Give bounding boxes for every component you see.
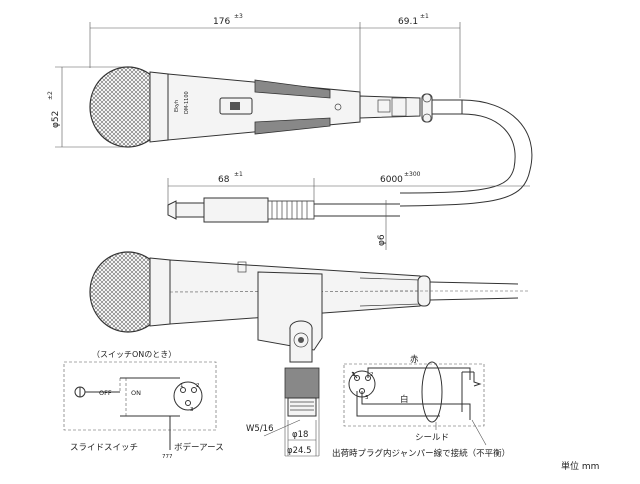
bottom-mic-collar [149,257,171,327]
dim-phi-52: φ52 [51,111,61,128]
top-mic-grip-upper [254,79,331,99]
plug-jumper [458,403,471,420]
wiring-pin-3: 3 [365,395,369,401]
wire-shield [356,391,440,417]
top-mic-marker [334,103,342,111]
top-mic-label: Ekyh [174,100,180,112]
holder-thread [287,397,317,417]
top-mic-switch-slider [230,102,240,110]
top-clamp-ring-upper [422,93,432,103]
top-mic-connector-nut [391,97,407,117]
xlr-pin-2: 2 [196,383,200,389]
dim-6000-tol: ±300 [404,171,421,178]
holder-pivot-screw [298,337,304,343]
cable-loop-inner [399,113,516,194]
top-microphone: Ekyh DM-1100 [89,66,463,148]
jumper-leader [471,419,487,446]
plug-strain-relief [267,200,315,220]
phone-plug [167,197,400,223]
holder-knob [284,367,320,399]
bottom-cable [429,281,519,301]
plug-sleeve [175,202,205,218]
top-mic-grip-lower [254,117,331,135]
wiring-pin-1: 1 [352,372,356,378]
wire-red [367,367,471,380]
plug-wiring: 赤 1 2 3 白 シールド 出荷時プラグ内ジャンパー線で接続（不平衡） [332,355,510,459]
bottom-mic-switch [237,261,247,273]
dim-phi-18: φ18 [292,430,308,440]
wiring-box [343,363,485,427]
dim-69-1-tol: ±1 [420,13,429,20]
dim-176-tol: ±3 [234,13,243,20]
body-ground-label: ボデーアース [174,442,224,453]
dim-phi-24-5: φ24.5 [287,446,312,456]
xlr-pin-1: 1 [180,383,184,389]
dim-68-tol: ±1 [234,171,243,178]
top-mic-model: DM-1100 [184,91,190,114]
switch-on-label: ON [131,389,141,397]
dim-phi-6: φ6 [377,234,387,246]
top-cable-clamp [421,93,433,123]
xlr-connector [173,381,203,411]
dim-phi-52-tol: ±2 [47,91,54,100]
top-mic-collar [149,71,169,143]
dim-176: 176 [213,17,230,27]
top-dimensions: 176 ±3 69.1 ±1 φ52 ±2 [47,13,461,148]
dim-69-1: 69.1 [398,17,418,27]
holder-thread-lines [290,401,314,411]
dim-6000: 6000 [380,175,403,185]
top-cable-tail [432,99,463,115]
dim-68: 68 [218,175,230,185]
cable-loop-outer [399,99,533,207]
jumper-note: 出荷時プラグ内ジャンパー線で接続（不平衡） [332,448,510,459]
bottom-cable-clamp [417,275,431,307]
switch-off-label: OFF [99,389,112,397]
plug-relief-ribs [271,201,308,219]
mic-stand-holder [257,271,323,417]
plug-symbol [461,371,482,412]
shield-label: シールド [415,433,449,443]
wiring-pin-2: 2 [370,372,374,378]
wire-white-label: 白 [400,394,409,405]
unit-label: 単位 mm [561,460,599,472]
circuit-box [63,361,217,431]
plug-dimensions: 68 ±1 6000 ±300 φ6 [167,171,530,250]
top-mic-connector-ring [377,99,391,113]
ground-symbol: 777 [162,454,173,460]
slide-switch-label: スライドスイッチ [70,443,138,453]
plug-tip [167,200,177,220]
plug-body [203,197,269,223]
shield-ellipse [421,361,443,423]
holder-pivot [293,332,309,348]
stand-dimensions: W5/16 φ18 φ24.5 [246,398,320,457]
switch-circuit: （スイッチONのとき） OFF ON 1 2 3 777 スライドスイッチ ボデ… [63,350,224,460]
wire-white [351,371,458,405]
xlr-pin-3: 3 [190,407,194,413]
circuit-title: （スイッチONのとき） [92,350,176,359]
top-clamp-ring-lower [422,113,432,123]
dim-w5-16: W5/16 [246,424,274,434]
wire-red-label: 赤 [410,355,419,365]
